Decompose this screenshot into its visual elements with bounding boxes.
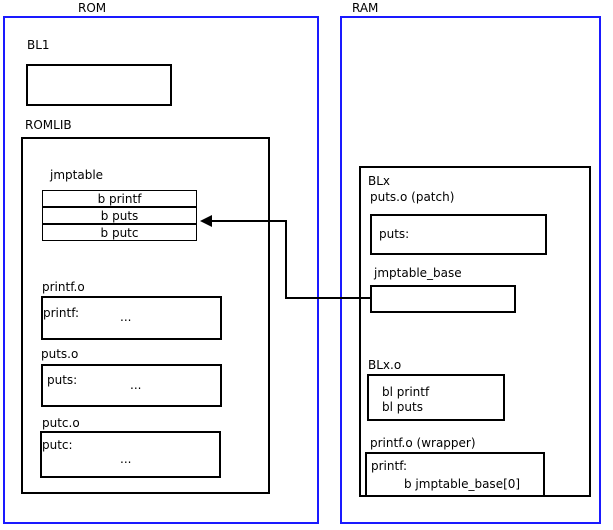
jmptable-base-label: jmptable_base: [374, 266, 462, 280]
printf-o-symbol: printf:: [43, 306, 80, 320]
jmptable-label: jmptable: [50, 168, 104, 182]
puts-o-symbol: puts:: [47, 373, 78, 387]
printf-wrapper-label: printf.o (wrapper): [370, 436, 476, 450]
puts-o-body: ...: [130, 378, 142, 392]
blx-o-line-puts: bl puts: [382, 400, 423, 414]
romlib-label: ROMLIB: [25, 118, 72, 132]
connector-segment-horizontal-upper: [212, 220, 287, 222]
printf-wrapper-branch: b jmptable_base[0]: [404, 477, 521, 491]
putc-o-symbol: putc:: [42, 438, 73, 452]
puts-patch-symbol: puts:: [379, 227, 410, 241]
puts-patch-label: puts.o (patch): [370, 190, 455, 204]
putc-o-box: [40, 431, 221, 478]
rom-region-title: ROM: [78, 1, 107, 15]
printf-wrapper-box: [365, 452, 545, 497]
puts-patch-box: [370, 214, 547, 255]
putc-o-body: ...: [120, 452, 132, 466]
blx-o-box: [367, 374, 505, 421]
jmptable-entry-printf: b printf: [42, 190, 197, 207]
jmptable-entry-putc: b putc: [42, 224, 197, 241]
printf-o-label: printf.o: [42, 280, 85, 294]
puts-o-label: puts.o: [41, 347, 79, 361]
rom-region-border: [3, 16, 319, 524]
connector-arrowhead-icon: [200, 215, 212, 227]
jmptable-entry-puts: b puts: [42, 207, 197, 224]
printf-wrapper-symbol: printf:: [371, 459, 408, 473]
blx-label: BLx: [368, 174, 391, 188]
putc-o-label: putc.o: [42, 416, 80, 430]
ram-region-border: [340, 16, 601, 524]
connector-segment-vertical: [285, 220, 287, 299]
bl1-box: [26, 64, 172, 106]
ram-region-title: RAM: [352, 1, 379, 15]
printf-o-body: ...: [120, 310, 132, 324]
blx-o-line-printf: bl printf: [382, 385, 430, 399]
blx-o-label: BLx.o: [368, 358, 402, 372]
jmptable-base-box: [370, 285, 516, 313]
connector-segment-horizontal-lower: [285, 297, 370, 299]
bl1-label: BL1: [27, 38, 50, 52]
printf-o-box: [41, 296, 222, 340]
puts-o-box: [41, 364, 222, 407]
